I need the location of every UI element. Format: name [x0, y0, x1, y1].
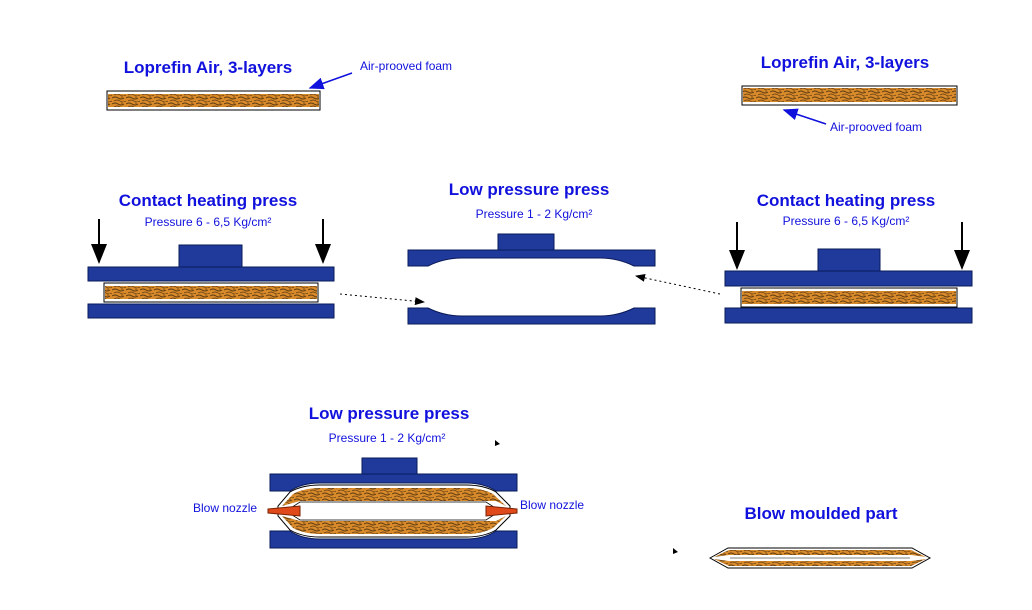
sheet-top-right: Loprefin Air, 3-layers Air-prooved foam: [741, 53, 958, 134]
sheet-top-left: Loprefin Air, 3-layers Air-prooved foam: [106, 58, 452, 111]
press-subtitle: Pressure 1 - 2 Kg/cm²: [329, 431, 446, 445]
cursor-mark: [495, 440, 500, 446]
foam-layer: [108, 94, 319, 107]
nozzle-label-right: Blow nozzle: [520, 498, 584, 512]
nozzle-label-left: Blow nozzle: [193, 501, 257, 515]
mould-upper-half: [269, 473, 518, 492]
press-lower-plate: [87, 303, 335, 319]
annotation-arrow: [782, 108, 827, 125]
contact-press-right: Contact heating press Pressure 6 - 6,5 K…: [724, 191, 973, 324]
press-upper-plate: [87, 266, 335, 282]
low-pressure-press-blowing: Low pressure press Pressure 1 - 2 Kg/cm²…: [193, 404, 584, 549]
sheet-title-left: Loprefin Air, 3-layers: [124, 58, 292, 77]
press-title: Low pressure press: [309, 404, 470, 423]
annotation-label-right: Air-prooved foam: [830, 120, 922, 134]
press-title: Contact heating press: [119, 191, 298, 210]
annotation-label-left: Air-prooved foam: [360, 59, 452, 73]
press-upper-plate: [724, 270, 973, 287]
foam-layer-lower: [282, 516, 506, 534]
press-ram: [361, 457, 418, 475]
foam-layer-upper: [282, 488, 506, 506]
sheet-title-right: Loprefin Air, 3-layers: [761, 53, 929, 72]
foam-layer-upper: [714, 550, 926, 557]
press-title: Contact heating press: [757, 191, 936, 210]
flow-arrow: [339, 293, 425, 306]
foam-layer-lower: [714, 559, 926, 566]
mould-lower-half: [269, 530, 518, 549]
contact-press-left: Contact heating press Pressure 6 - 6,5 K…: [87, 191, 335, 319]
part-title: Blow moulded part: [745, 504, 898, 523]
mould-upper-half: [407, 249, 656, 267]
low-pressure-press-empty: Low pressure press Pressure 1 - 2 Kg/cm²: [407, 180, 656, 325]
flow-arrow: [635, 273, 721, 295]
foam-layer: [105, 286, 317, 299]
foam-layer: [742, 291, 956, 304]
press-ram: [497, 233, 555, 252]
foam-layer: [743, 88, 956, 102]
air-cavity: [285, 501, 501, 521]
press-ram: [178, 244, 243, 268]
annotation-arrow: [308, 72, 353, 90]
press-title: Low pressure press: [449, 180, 610, 199]
cursor-mark: [673, 548, 678, 554]
mould-lower-half: [407, 307, 656, 325]
press-ram: [817, 248, 881, 272]
blow-moulded-part: Blow moulded part: [673, 504, 932, 569]
blow-nozzle-right: [485, 505, 518, 517]
press-subtitle: Pressure 6 - 6,5 Kg/cm²: [783, 214, 910, 228]
press-subtitle: Pressure 1 - 2 Kg/cm²: [476, 207, 593, 221]
press-subtitle: Pressure 6 - 6,5 Kg/cm²: [145, 215, 272, 229]
press-lower-plate: [724, 307, 973, 324]
blow-nozzle-left: [267, 505, 301, 517]
